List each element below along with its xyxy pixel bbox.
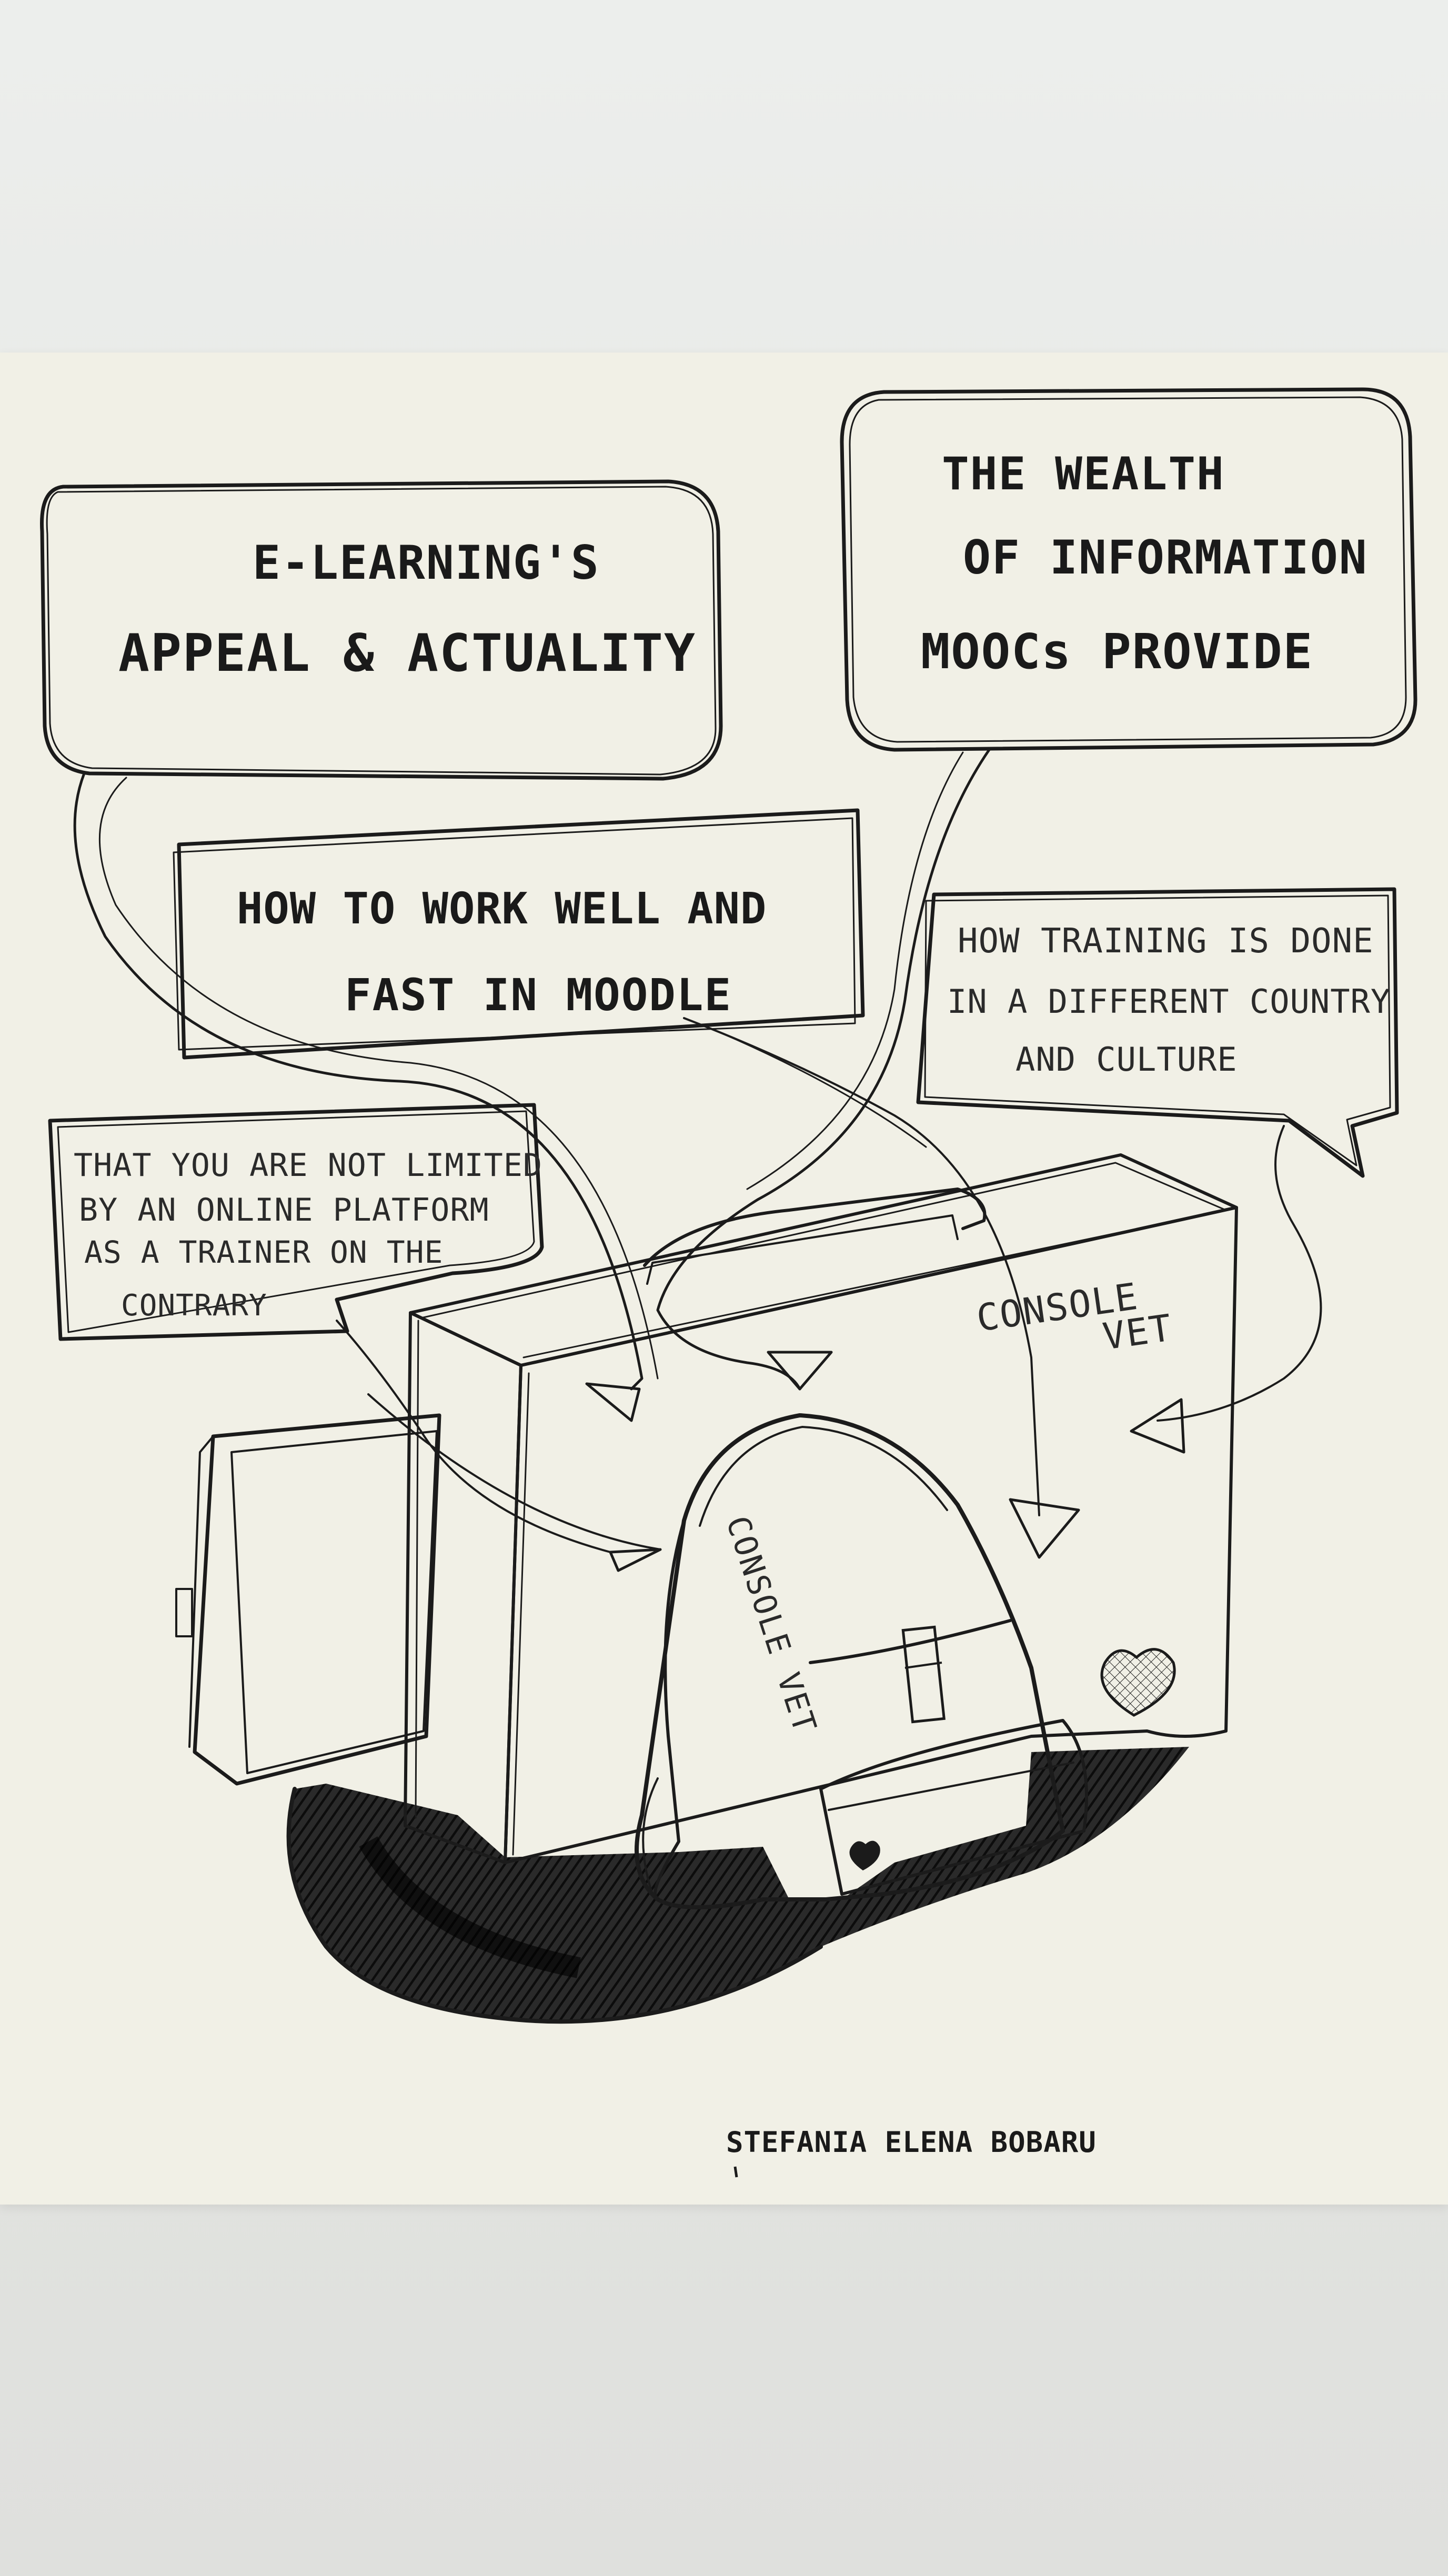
pocket-heart-icon [849, 1840, 880, 1870]
bubble-training-line3: AND CULTURE [1015, 1040, 1238, 1079]
bubble-training-line2: IN A DIFFERENT COUNTRY [947, 982, 1391, 1021]
bubble-moodle: HOW TO WORK WELL AND FAST IN MOODLE [173, 808, 1040, 1516]
bubble-platform-line3: AS A TRAINER ON THE [84, 1234, 443, 1270]
bubble-platform-line4: CONTRARY [121, 1289, 267, 1323]
bubble-elearning-line1: E-LEARNING'S [253, 536, 600, 590]
bubble-platform: THAT YOU ARE NOT LIMITED BY AN ONLINE PL… [48, 1103, 611, 1553]
bubble-wealth-line3: MOOCs PROVIDE [921, 623, 1313, 680]
bubble-wealth-line2: OF INFORMATION [963, 530, 1368, 585]
backpack-label: CONSOLE VET [719, 1512, 824, 1738]
floor-shadow [286, 1747, 1189, 2024]
tablet-device [175, 1413, 441, 1786]
box-label-line2: VET [1100, 1306, 1175, 1359]
bubble-moodle-line1: HOW TO WORK WELL AND [237, 884, 767, 934]
bubble-wealth-line1: THE WEALTH [942, 448, 1225, 500]
bubble-platform-line1: THAT YOU ARE NOT LIMITED [74, 1147, 542, 1184]
bubble-training: HOW TRAINING IS DONE IN A DIFFERENT COUN… [916, 887, 1399, 1422]
backpack-buckle [901, 1625, 946, 1724]
bubble-wealth: THE WEALTH OF INFORMATION MOOCs PROVIDE [656, 387, 1417, 1391]
bubble-elearning-line2: APPEAL & ACTUALITY [118, 623, 696, 683]
bubble-training-line1: HOW TRAINING IS DONE [958, 922, 1374, 961]
console-box: CONSOLE VET [404, 1153, 1238, 1864]
bubble-moodle-line2: FAST IN MOODLE [345, 969, 732, 1021]
heart-icon [1100, 1648, 1176, 1717]
bubble-platform-line2: BY AN ONLINE PLATFORM [79, 1192, 489, 1229]
arrows [367, 1351, 1185, 1572]
signature: STEFANIA ELENA BOBARU [726, 2126, 1097, 2159]
bubble-elearning: E-LEARNING'S APPEAL & ACTUALITY [40, 479, 723, 1391]
